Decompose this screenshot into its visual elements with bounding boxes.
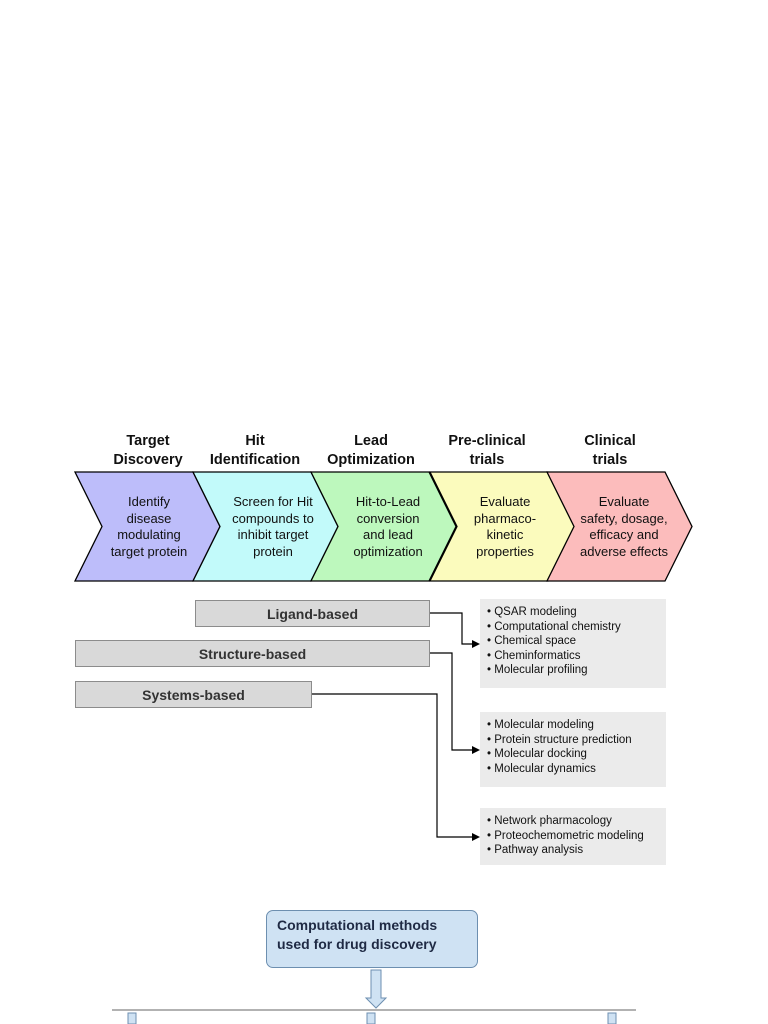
systems-arrowhead bbox=[472, 833, 480, 841]
list-item: Chemical space bbox=[487, 634, 666, 649]
tree-connector bbox=[112, 969, 636, 1024]
stage-title-lead-optimization: Lead Optimization bbox=[327, 433, 415, 468]
stage-body-clinical: Evaluate safety, dosage, efficacy and ad… bbox=[580, 494, 668, 559]
stage-title-target-discovery: Target Discovery bbox=[113, 433, 183, 468]
list-item: Molecular docking bbox=[487, 747, 666, 762]
tree-branch-left bbox=[127, 1012, 137, 1024]
list-item: Network pharmacology bbox=[487, 814, 666, 829]
pipeline-chevrons bbox=[73, 471, 693, 582]
list-item: Computational chemistry bbox=[487, 620, 666, 635]
list-item: Molecular dynamics bbox=[487, 762, 666, 777]
chevron-lead-optimization bbox=[309, 471, 457, 582]
down-arrow-icon bbox=[364, 969, 388, 1009]
ligand-connector bbox=[430, 612, 474, 645]
systems-connector bbox=[312, 693, 474, 838]
connector-lines bbox=[312, 612, 474, 838]
structure-connector bbox=[430, 652, 474, 751]
computational-methods-box: Computational methods used for drug disc… bbox=[266, 910, 478, 968]
list-item: Pathway analysis bbox=[487, 843, 666, 858]
stage-title-hit-identification: Hit Identification bbox=[209, 433, 301, 468]
list-item: Molecular modeling bbox=[487, 718, 666, 733]
ligand-arrowhead bbox=[472, 640, 480, 648]
list-item: QSAR modeling bbox=[487, 605, 666, 620]
tree-branch-right bbox=[607, 1012, 617, 1024]
list-item: Proteochemometric modeling bbox=[487, 829, 666, 844]
stage-body-pre-clinical: Evaluate pharmaco- kinetic properties bbox=[473, 494, 537, 559]
structure-arrowhead bbox=[472, 746, 480, 754]
systems-methods-list: Network pharmacology Proteochemometric m… bbox=[480, 808, 666, 865]
stage-body-target-discovery: Identify disease modulating target prote… bbox=[110, 494, 188, 559]
stage-title-pre-clinical: Pre-clinical trials bbox=[448, 433, 526, 468]
ligand-based-box: Ligand-based bbox=[195, 600, 430, 627]
stage-title-clinical: Clinical trials bbox=[584, 433, 636, 468]
stage-body-lead-optimization: Hit-to-Lead conversion and lead optimiza… bbox=[353, 494, 423, 559]
chevron-clinical bbox=[545, 471, 693, 582]
connector-arrowheads bbox=[472, 640, 480, 841]
list-item: Cheminformatics bbox=[487, 649, 666, 664]
systems-based-box: Systems-based bbox=[75, 681, 312, 708]
structure-based-box: Structure-based bbox=[75, 640, 430, 667]
structure-methods-list: Molecular modeling Protein structure pre… bbox=[480, 712, 666, 787]
ligand-methods-list: QSAR modeling Computational chemistry Ch… bbox=[480, 599, 666, 688]
list-item: Molecular profiling bbox=[487, 663, 666, 678]
stage-body-hit-identification: Screen for Hit compounds to inhibit targ… bbox=[232, 494, 314, 559]
tree-branch-middle bbox=[366, 1012, 376, 1024]
list-item: Protein structure prediction bbox=[487, 733, 666, 748]
